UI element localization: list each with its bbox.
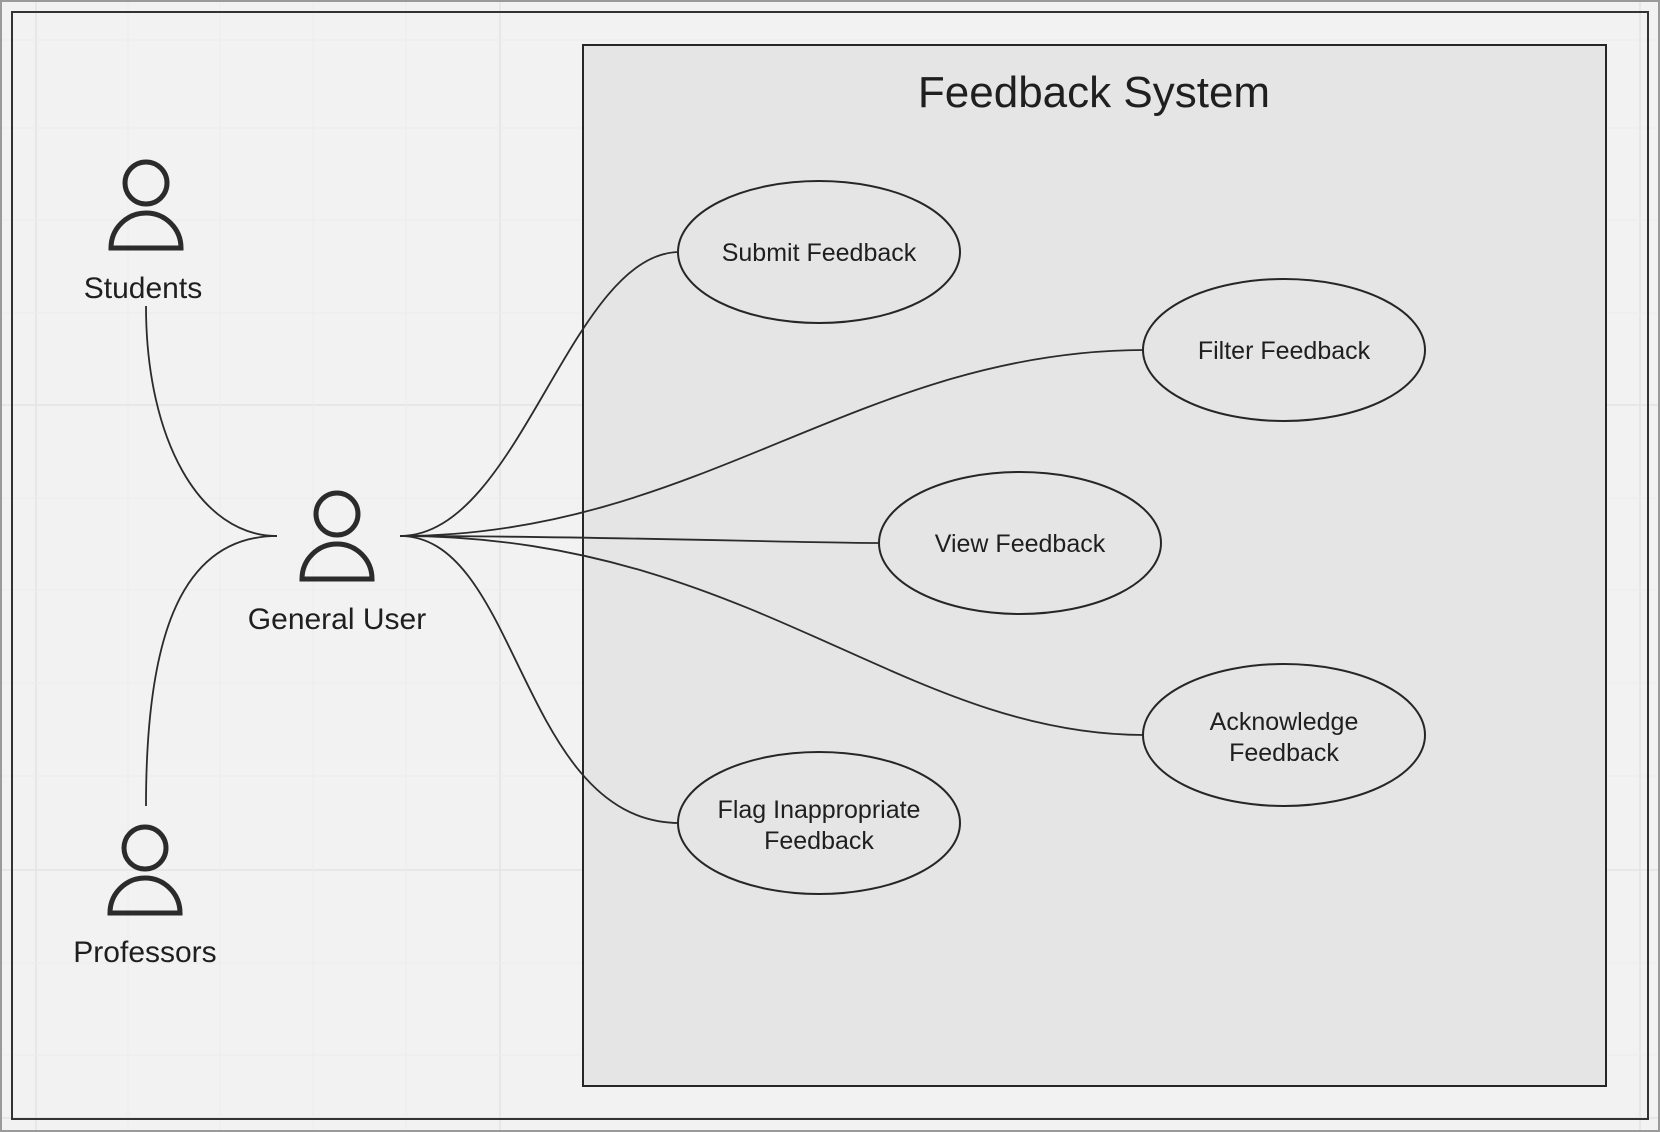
use-case-filter-feedback: Filter Feedback [1142,278,1426,422]
association-professors-general-user [145,535,278,807]
actor-general-user: General User [248,490,426,636]
use-case-label-line-1: Flag Inappropriate [718,796,921,824]
use-case-view-feedback: View Feedback [878,471,1162,615]
use-case-submit-feedback: Submit Feedback [677,180,961,324]
association-general-user-filter-feedback [399,349,1146,537]
diagram-frame [11,11,1649,1120]
association-students-general-user [145,305,278,537]
use-case-label: Filter Feedback [1198,337,1371,365]
person-icon [107,824,183,916]
actor-label-general-user: General User [248,603,426,636]
association-general-user-flag-feedback [399,535,681,824]
association-general-user-view-feedback [399,535,881,544]
actor-students: Students [84,159,202,305]
use-case-label: Submit Feedback [722,239,917,267]
association-general-user-submit-feedback [399,251,681,537]
actor-professors: Professors [73,824,217,969]
actor-label-professors: Professors [73,936,216,969]
association-general-user-acknowledge-feedback [399,535,1146,736]
use-case-label-line-1: Acknowledge [1210,708,1359,736]
person-icon [108,159,184,251]
system-title: Feedback System [918,68,1270,117]
use-case-flag-inappropriate-feedback: Flag Inappropriate Feedback [677,751,961,895]
use-case-label: View Feedback [935,530,1106,558]
actor-label-students: Students [84,272,202,305]
association-lines [145,251,1146,824]
use-case-label-line-2: Feedback [764,827,874,855]
use-case-acknowledge-feedback: Acknowledge Feedback [1142,663,1426,807]
use-case-label-line-2: Feedback [1229,739,1339,767]
person-icon [299,490,375,582]
